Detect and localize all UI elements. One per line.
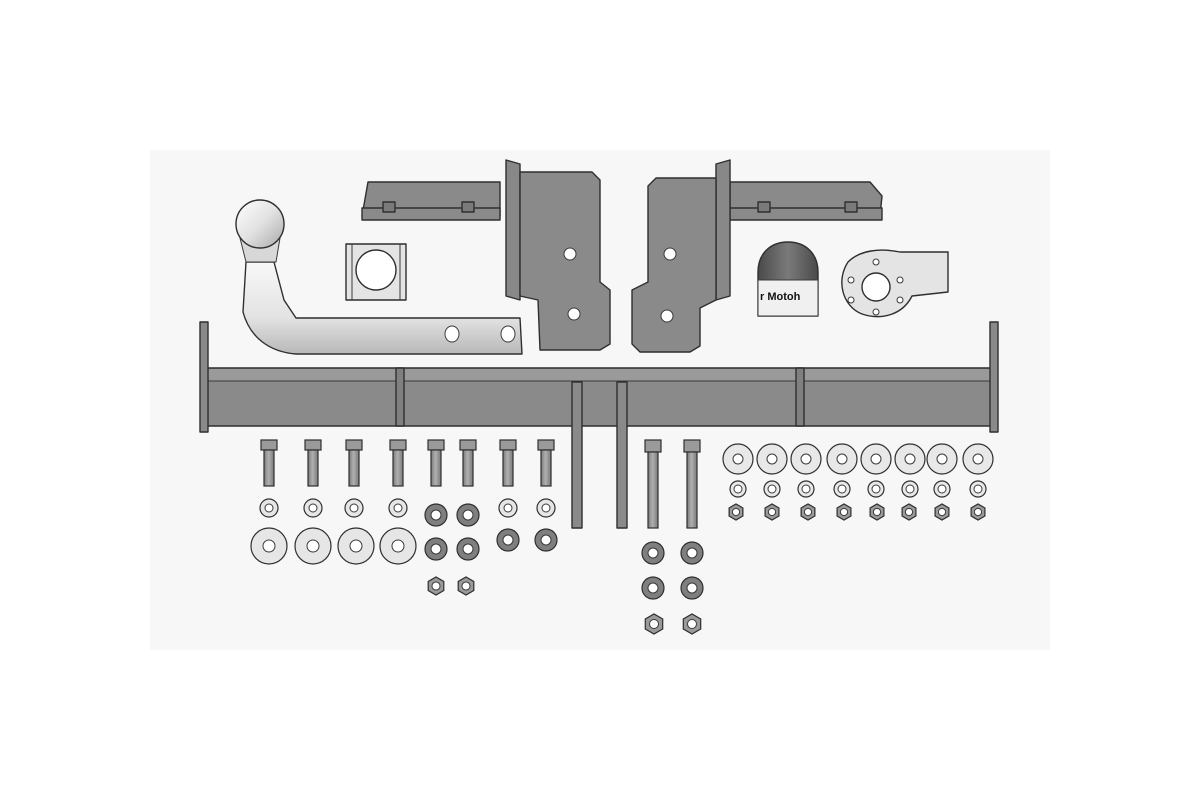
bracket-hole [660, 309, 674, 323]
bolt [499, 439, 517, 487]
washer [722, 443, 754, 475]
washer [969, 480, 987, 498]
nut [901, 503, 917, 521]
nut [970, 503, 986, 521]
washer [763, 480, 781, 498]
washer [933, 480, 951, 498]
long-bolt [644, 439, 662, 529]
washer [826, 443, 858, 475]
ball-cover-cap: r Motoh [757, 241, 819, 317]
washer [833, 480, 851, 498]
washer [860, 443, 892, 475]
nut [800, 503, 816, 521]
long-bolts [644, 439, 701, 529]
nuts [427, 503, 986, 635]
nut [427, 576, 445, 596]
washer [641, 541, 665, 565]
washer [756, 443, 788, 475]
washer [534, 528, 558, 552]
cap-logo-text: r Motoh [760, 291, 801, 303]
nut [457, 576, 475, 596]
clamp-bracket [345, 243, 407, 301]
washer [303, 498, 323, 518]
washer [344, 498, 364, 518]
washer [424, 537, 448, 561]
washer [867, 480, 885, 498]
cross-beam [199, 321, 999, 433]
washer [536, 498, 556, 518]
bracket-hole [567, 307, 581, 321]
tow-ball [235, 199, 285, 249]
washer [729, 480, 747, 498]
washers [250, 443, 994, 600]
washer [498, 498, 518, 518]
washer [894, 443, 926, 475]
bolt [260, 439, 278, 487]
washer [424, 503, 448, 527]
bolt [389, 439, 407, 487]
washer [379, 527, 417, 565]
bolt [427, 439, 445, 487]
washer [641, 576, 665, 600]
long-bolt [683, 439, 701, 529]
washer [680, 576, 704, 600]
nut [682, 613, 702, 635]
washer [962, 443, 994, 475]
washer [294, 527, 332, 565]
socket-center-hole [861, 272, 891, 302]
bracket-hole [563, 247, 577, 261]
nut [934, 503, 950, 521]
washer [790, 443, 822, 475]
washer [456, 503, 480, 527]
bolt [304, 439, 322, 487]
bolt [345, 439, 363, 487]
bolts [260, 439, 555, 487]
right-mounting-bracket [631, 159, 883, 353]
tow-ball-arm [235, 199, 523, 355]
washer [926, 443, 958, 475]
washer [388, 498, 408, 518]
washer [337, 527, 375, 565]
left-mounting-bracket [361, 159, 611, 351]
bolt [459, 439, 477, 487]
washer [456, 537, 480, 561]
washer [259, 498, 279, 518]
bolt [537, 439, 555, 487]
nut [728, 503, 744, 521]
washer [250, 527, 288, 565]
bracket-hole [663, 247, 677, 261]
nut [836, 503, 852, 521]
flat-straps [571, 381, 628, 529]
washer [680, 541, 704, 565]
washer [496, 528, 520, 552]
socket-plate [841, 249, 949, 318]
washer [901, 480, 919, 498]
clamp-hole [355, 249, 397, 291]
nut [869, 503, 885, 521]
nut [644, 613, 664, 635]
washer [797, 480, 815, 498]
nut [764, 503, 780, 521]
